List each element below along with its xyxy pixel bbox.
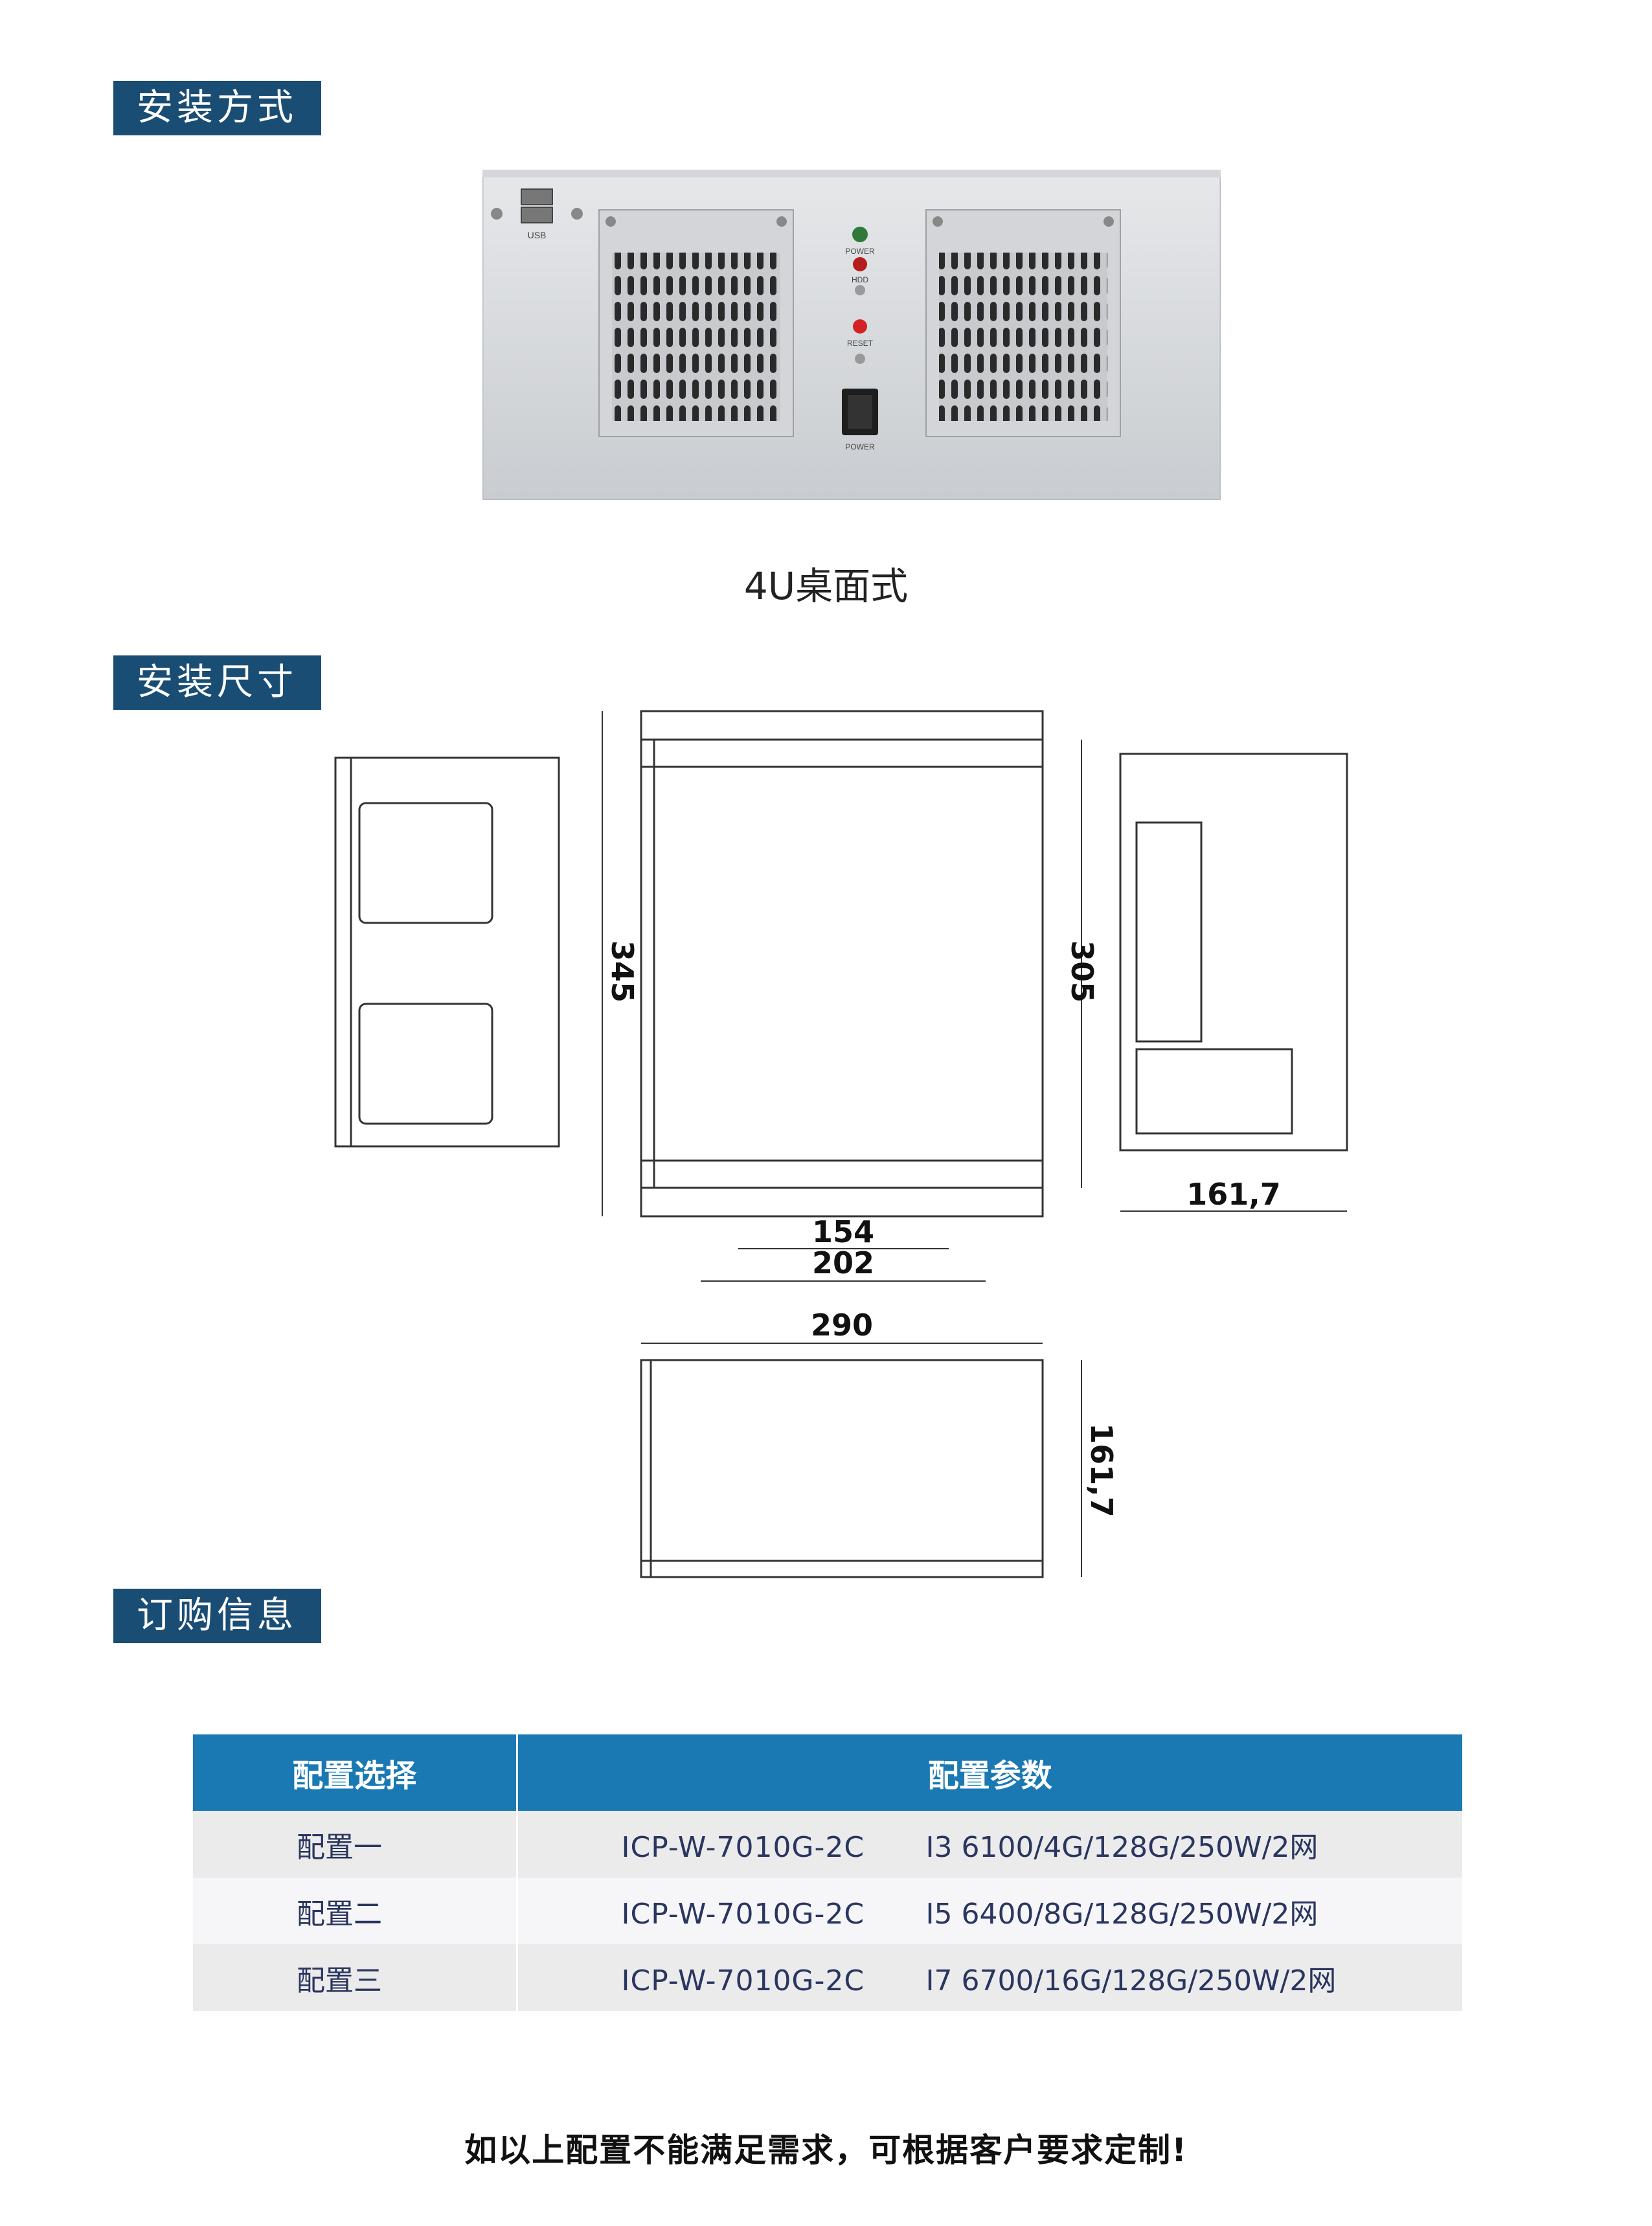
power-led-icon	[852, 227, 868, 242]
config-model: ICP-W-7010G-2C	[621, 1830, 865, 1864]
dim-height-345: 345	[605, 940, 640, 1003]
config-name: 配置一	[193, 1811, 518, 1878]
dim-width-290: 290	[811, 1308, 873, 1343]
section-title-install-method: 安装方式	[113, 81, 321, 135]
dim-depth-161-7: 161,7	[1186, 1177, 1281, 1212]
front-view	[640, 710, 1044, 1218]
config-model: ICP-W-7010G-2C	[621, 1964, 865, 1997]
header-config-choice: 配置选择	[193, 1734, 518, 1811]
bottom-view	[640, 1359, 1044, 1578]
config-name: 配置三	[193, 1944, 518, 2011]
hdd-led-icon	[853, 257, 867, 271]
dim-bottom-depth-161-7: 161,7	[1084, 1423, 1119, 1517]
rear-panel-view	[1119, 753, 1348, 1152]
config-params: ICP-W-7010G-2C I7 6700/16G/128G/250W/2网	[517, 1944, 1462, 2011]
case-front-photo: USB POWER HDD RESET POWER	[482, 170, 1221, 500]
order-table: 配置选择 配置参数 配置一 ICP-W-7010G-2C I3 6100/4G/1…	[193, 1734, 1462, 2011]
config-spec: I3 6100/4G/128G/250W/2网	[925, 1830, 1318, 1864]
dim-hole-spacing-202: 202	[812, 1245, 874, 1280]
config-spec: I5 6400/8G/128G/250W/2网	[925, 1897, 1318, 1931]
table-row: 配置三 ICP-W-7010G-2C I7 6700/16G/128G/250W/…	[193, 1944, 1462, 2011]
footer-note: 如以上配置不能满足需求，可根据客户要求定制!	[464, 2131, 1188, 2169]
config-name: 配置二	[193, 1878, 518, 1944]
reset-led-icon	[853, 319, 867, 334]
table-row: 配置二 ICP-W-7010G-2C I5 6400/8G/128G/250W/2…	[193, 1878, 1462, 1944]
side-view	[334, 756, 560, 1148]
power-switch-label: POWER	[845, 442, 875, 451]
config-params: ICP-W-7010G-2C I5 6400/8G/128G/250W/2网	[517, 1878, 1462, 1944]
usb-port-icon: USB	[521, 188, 553, 240]
table-row: 配置一 ICP-W-7010G-2C I3 6100/4G/128G/250W/2…	[193, 1811, 1462, 1878]
usb-label: USB	[528, 230, 547, 240]
dim-inner-height-305: 305	[1065, 940, 1100, 1003]
dimension-drawing: 345 305 161,7 154 202 290 161,7	[334, 710, 1348, 1578]
hdd-led-label: HDD	[852, 275, 868, 284]
header-config-params: 配置参数	[517, 1734, 1462, 1811]
section-title-order-info: 订购信息	[113, 1589, 321, 1643]
config-model: ICP-W-7010G-2C	[621, 1897, 865, 1931]
config-spec: I7 6700/16G/128G/250W/2网	[925, 1964, 1337, 1997]
config-params: ICP-W-7010G-2C I3 6100/4G/128G/250W/2网	[517, 1811, 1462, 1878]
power-led-label: POWER	[845, 247, 875, 256]
reset-label: RESET	[847, 339, 874, 348]
section-title-install-size: 安装尺寸	[113, 655, 321, 710]
photo-caption: 4U桌面式	[743, 564, 909, 608]
dim-hole-spacing-154: 154	[812, 1214, 874, 1249]
